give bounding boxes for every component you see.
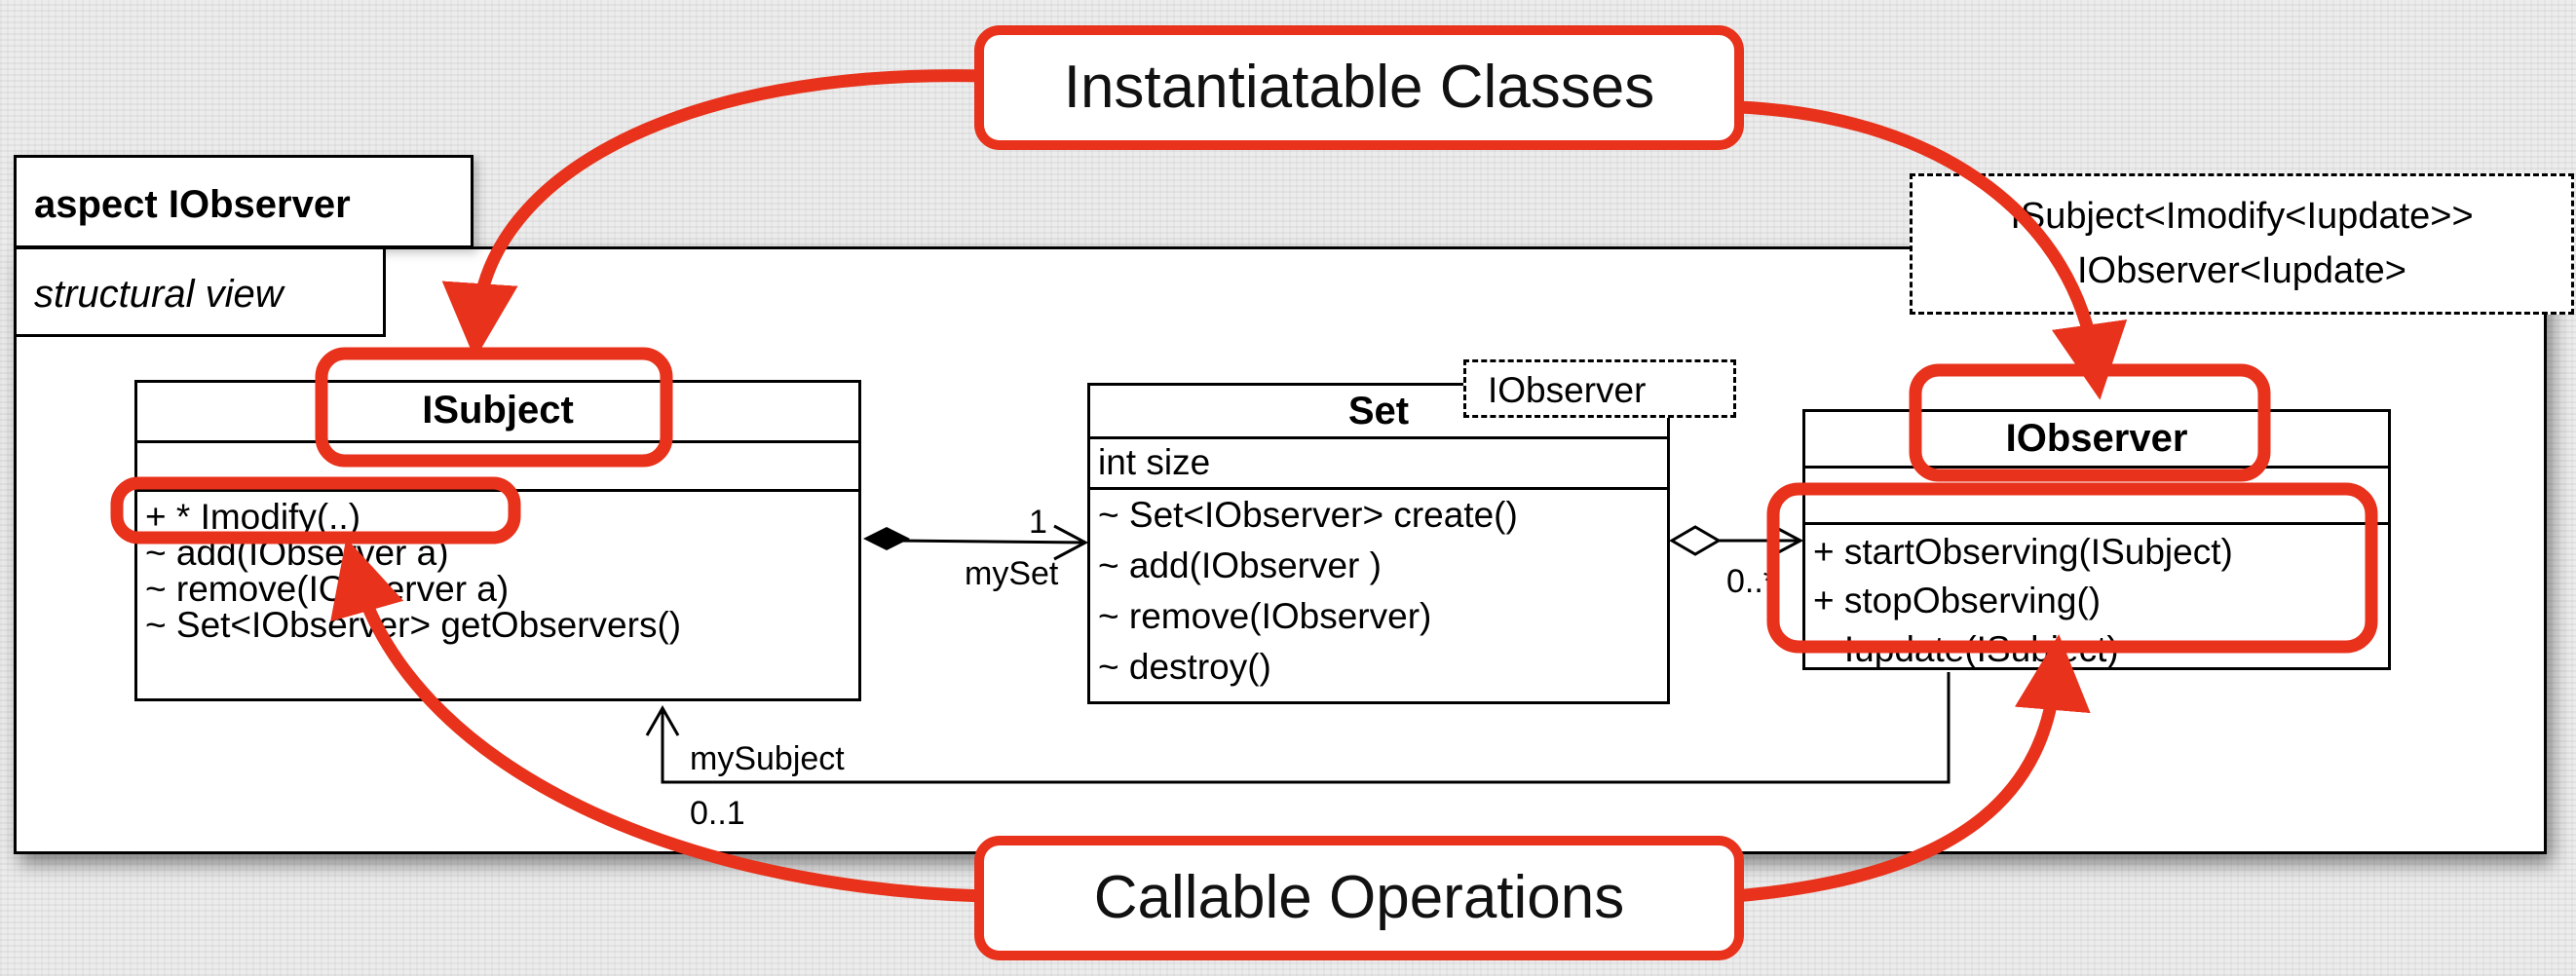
- aspect-title-tab: aspect IObserver: [14, 155, 474, 248]
- callout-instantiatable-classes: Instantiatable Classes: [974, 25, 1744, 150]
- callout-top-label: Instantiatable Classes: [1063, 54, 1655, 121]
- operation-row[interactable]: ~ Set<IObserver> create(): [1098, 495, 1518, 535]
- binding-line-1: ISubject<Imodify<Iupdate>>: [2010, 196, 2474, 237]
- operation-row[interactable]: ~ remove(IObserver): [1098, 596, 1432, 636]
- class-iobserver-operations: + startObserving(ISubject) + stopObservi…: [1805, 525, 2388, 671]
- class-iobserver-name: IObserver: [1805, 412, 2388, 469]
- myset-multiplicity: 1: [1029, 504, 1047, 541]
- aspect-title: aspect IObserver: [34, 183, 351, 226]
- operation-row[interactable]: ~ add(IObserver a): [145, 533, 449, 573]
- operation-row[interactable]: ~ remove(IObserver a): [145, 569, 510, 609]
- class-iobserver-attributes: [1805, 469, 2388, 525]
- observers-multiplicity: 0..*: [1726, 563, 1777, 600]
- operation-row[interactable]: ~ add(IObserver ): [1098, 545, 1382, 585]
- class-set[interactable]: Set int size ~ Set<IObserver> create() ~…: [1087, 383, 1670, 704]
- class-isubject-operations: + * Imodify(..) ~ add(IObserver a) ~ rem…: [137, 492, 858, 644]
- myset-role: mySet: [965, 555, 1059, 592]
- class-isubject-name: ISubject: [137, 383, 858, 443]
- structural-view-tab: structural view: [14, 246, 386, 337]
- operation-row[interactable]: + startObserving(ISubject): [1813, 532, 2233, 572]
- template-parameter-label: IObserver: [1488, 370, 1647, 410]
- set-template-parameter: IObserver: [1463, 359, 1736, 418]
- class-set-attributes: int size: [1090, 439, 1667, 490]
- attribute-row[interactable]: int size: [1098, 442, 1211, 482]
- operation-row[interactable]: + stopObserving(): [1813, 581, 2102, 620]
- class-isubject[interactable]: ISubject + * Imodify(..) ~ add(IObserver…: [134, 380, 861, 701]
- callout-callable-operations: Callable Operations: [974, 836, 1744, 960]
- mysubject-role: mySubject: [690, 740, 845, 777]
- class-set-operations: ~ Set<IObserver> create() ~ add(IObserve…: [1090, 490, 1667, 700]
- operation-row[interactable]: ~ Iupdate(ISubject): [1813, 629, 2119, 669]
- binding-box: ISubject<Imodify<Iupdate>> IObserver<Iup…: [1910, 173, 2574, 315]
- class-iobserver[interactable]: IObserver + startObserving(ISubject) + s…: [1802, 409, 2391, 670]
- operation-row[interactable]: + * Imodify(..): [145, 497, 361, 537]
- operation-row[interactable]: ~ Set<IObserver> getObservers(): [145, 605, 682, 645]
- binding-line-2: IObserver<Iupdate>: [2077, 250, 2406, 291]
- class-set-name: Set: [1090, 386, 1667, 439]
- mysubject-multiplicity: 0..1: [690, 795, 745, 832]
- callout-bottom-label: Callable Operations: [1093, 864, 1625, 931]
- operation-row[interactable]: ~ destroy(): [1098, 647, 1271, 687]
- class-isubject-attributes: [137, 443, 858, 492]
- view-label: structural view: [34, 273, 284, 316]
